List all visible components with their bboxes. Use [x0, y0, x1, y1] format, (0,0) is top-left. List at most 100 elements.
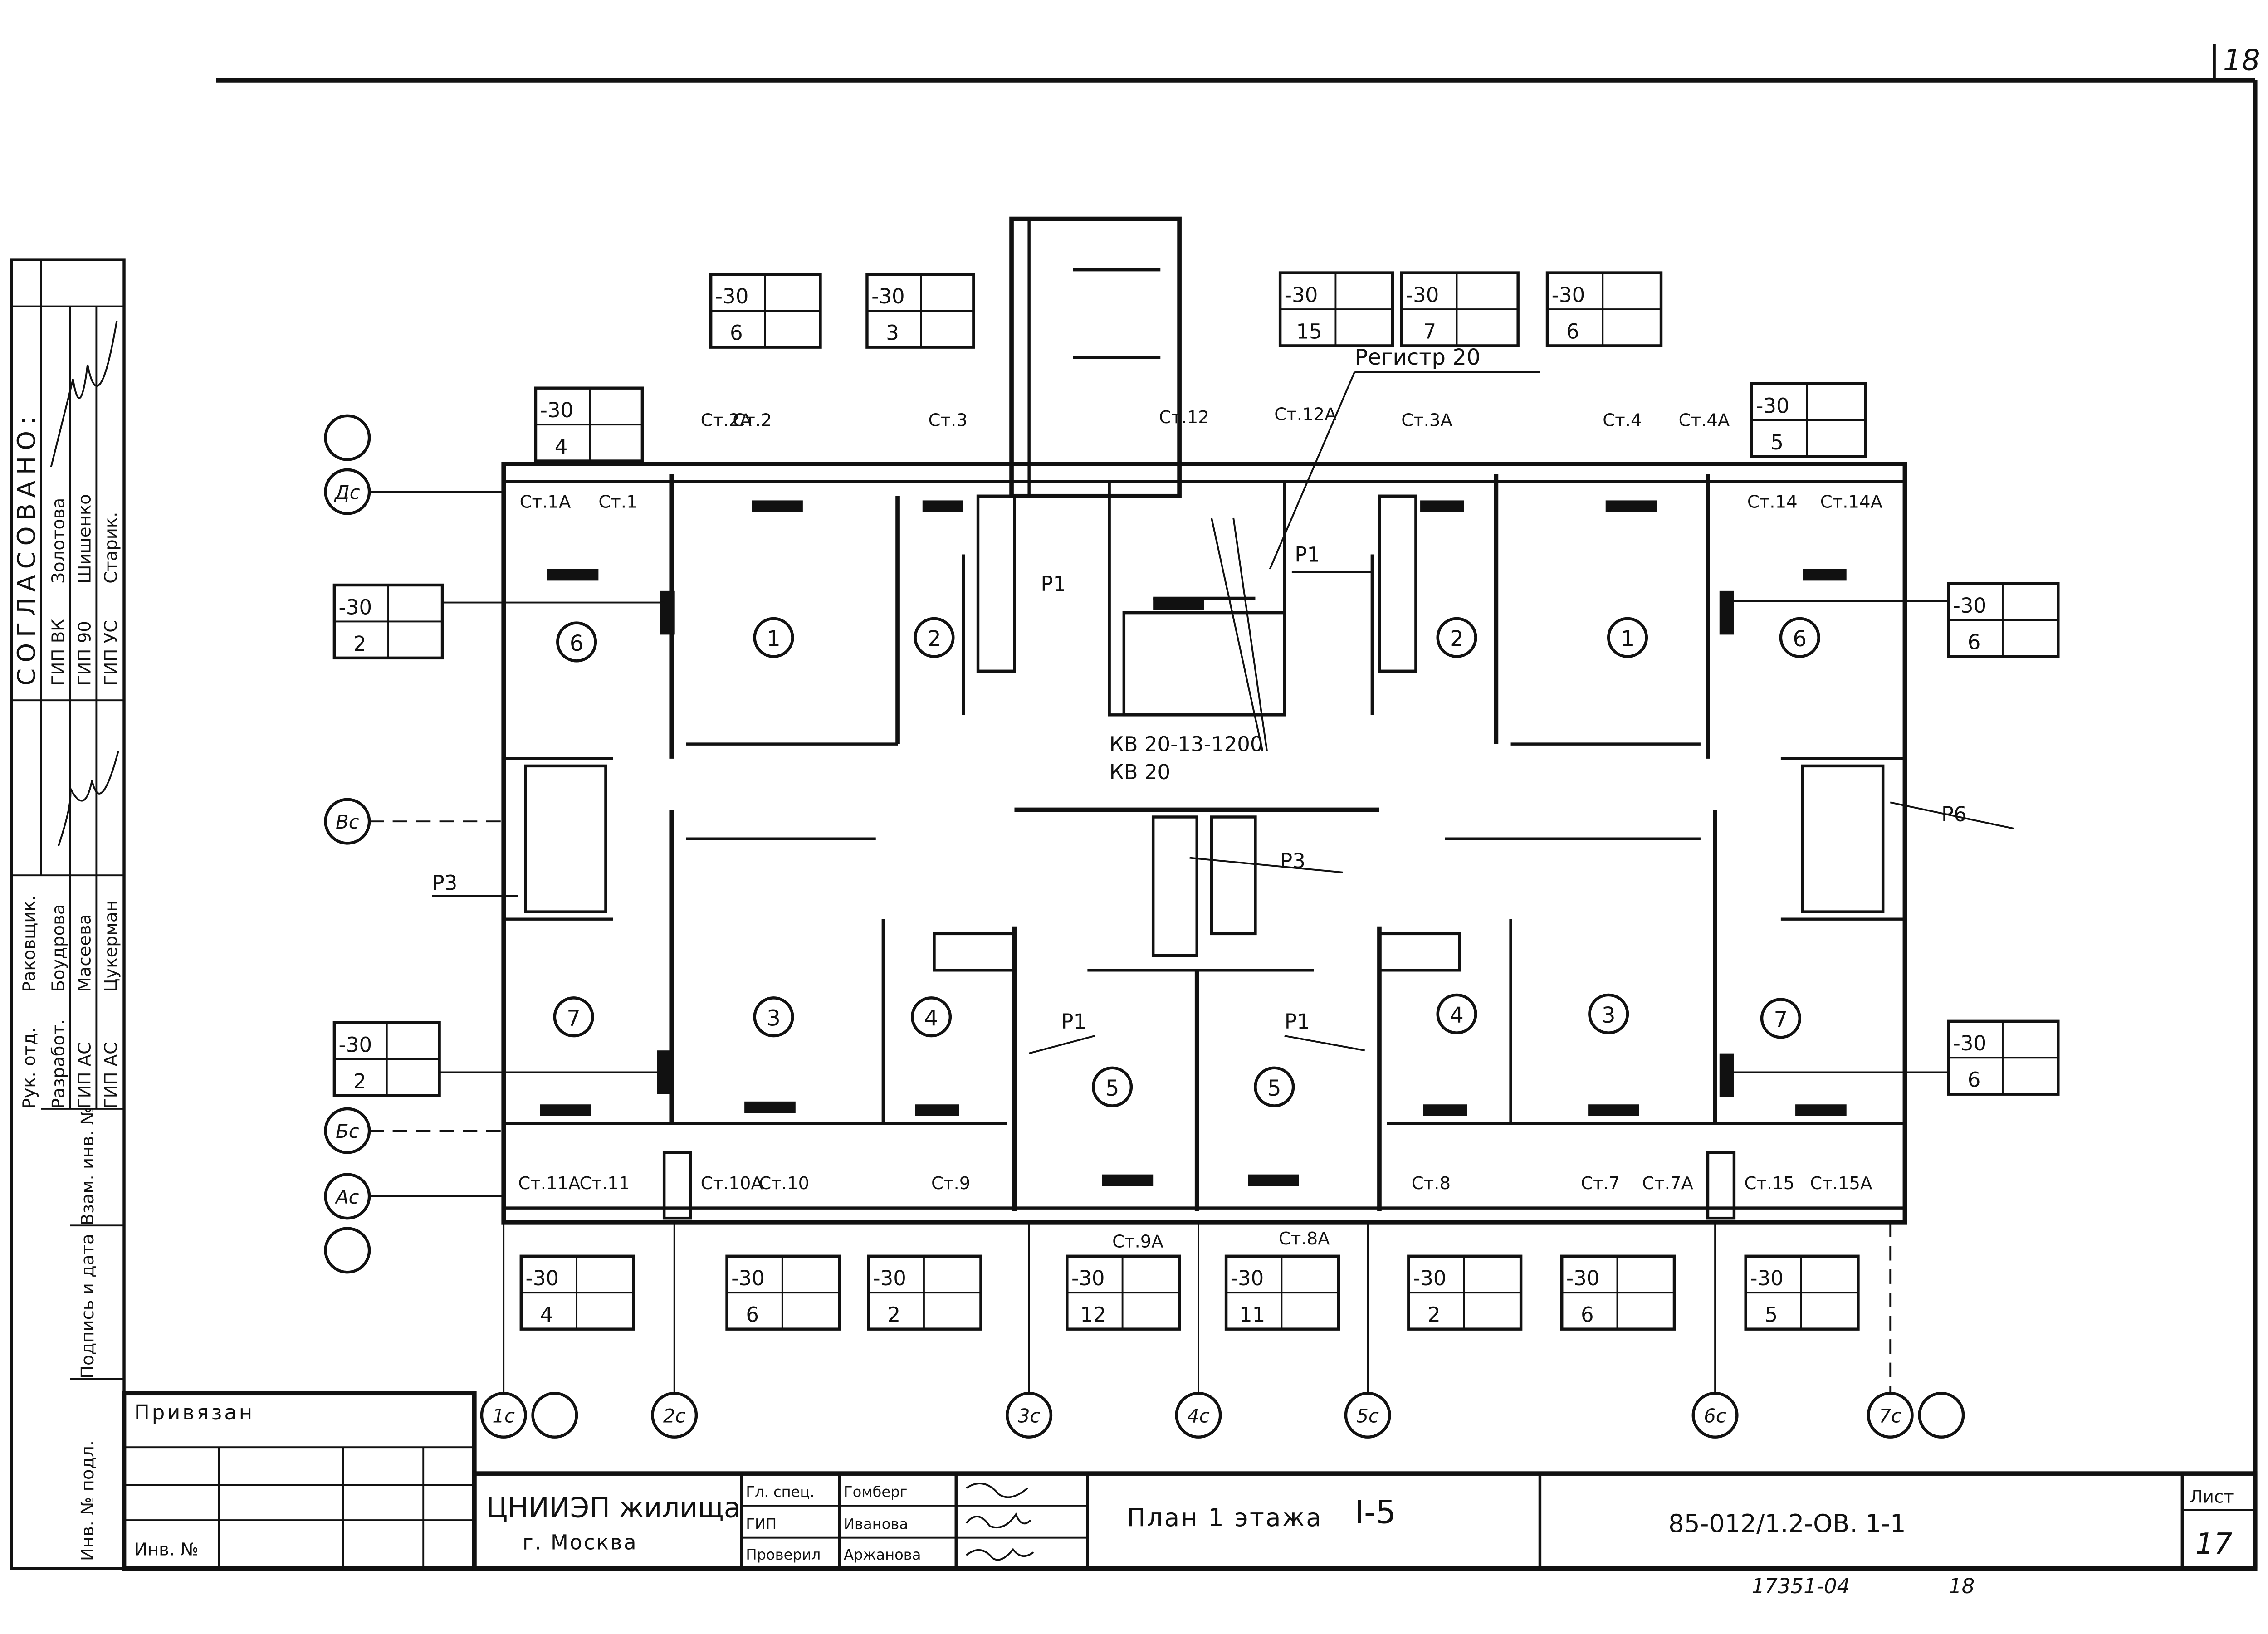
svg-text:5: 5 — [1765, 1303, 1778, 1327]
axis-blank-circle — [531, 1391, 578, 1439]
svg-text:6: 6 — [570, 631, 584, 656]
svg-text:-30: -30 — [1552, 283, 1585, 307]
axis-marker: 6с — [1691, 1222, 1739, 1439]
svg-text:5с: 5с — [1356, 1405, 1379, 1427]
svg-text:3: 3 — [1602, 1003, 1616, 1028]
signature-3 — [966, 1483, 1028, 1498]
org-name: ЦНИИЭП жилища — [486, 1492, 741, 1524]
axis-blank-circle — [324, 1227, 371, 1274]
svg-text:7: 7 — [1423, 319, 1437, 343]
temp-tag: -306 — [1560, 1254, 1676, 1331]
org-city: г. Москва — [523, 1530, 638, 1554]
signature-4 — [965, 1512, 1031, 1529]
signoff-role-1: Гл. спец. — [746, 1483, 814, 1501]
svg-text:-30: -30 — [1756, 394, 1789, 418]
svg-text:-30: -30 — [1231, 1266, 1264, 1290]
riser-labels: Ст.2А Ст.2 Ст.3 Ст.12 Ст.12А Ст.3А Ст.4 … — [518, 404, 1882, 1252]
riser-label: Ст.15А — [1810, 1173, 1872, 1194]
riser-label: Ст.14А — [1820, 492, 1883, 512]
room-marker: 4 — [1436, 993, 1477, 1034]
bound-label: Привязан — [134, 1400, 254, 1424]
riser-label: Ст.10 — [759, 1173, 809, 1194]
sheet-label: Лист — [2190, 1487, 2234, 1507]
svg-text:-30: -30 — [731, 1266, 765, 1290]
valve-label: КВ 20 — [1110, 760, 1171, 784]
building-walls — [501, 216, 1907, 1225]
signoff-name-3: Аржанова — [844, 1546, 921, 1563]
radiators — [540, 500, 1847, 1186]
stamp-role-2: ГИП 90 — [75, 621, 95, 686]
author-name-4: Цукерман — [101, 900, 121, 992]
svg-text:-30: -30 — [871, 284, 905, 308]
riser-label: Ст.7 — [1581, 1173, 1620, 1194]
svg-text:7с: 7с — [1879, 1405, 1901, 1427]
axis-blank-circle — [324, 414, 371, 461]
svg-text:-30: -30 — [540, 398, 574, 422]
svg-text:Дс: Дс — [334, 481, 360, 503]
svg-text:1: 1 — [767, 626, 781, 652]
riser-label: Ст.4 — [1603, 410, 1642, 430]
svg-text:-30: -30 — [1953, 594, 1987, 618]
room-marker: 7 — [553, 996, 594, 1038]
svg-text:3: 3 — [767, 1006, 781, 1031]
archive-number: 17351-04 — [1752, 1574, 1850, 1598]
svg-text:Бс: Бс — [336, 1120, 359, 1142]
svg-text:-30: -30 — [1750, 1266, 1784, 1290]
riser-label: Ст.9А — [1112, 1232, 1163, 1252]
sheet-number: 17 — [2195, 1527, 2233, 1561]
svg-text:7: 7 — [1774, 1007, 1788, 1033]
riser-label: Ст.2 — [733, 410, 772, 430]
svg-text:-30: -30 — [1566, 1266, 1600, 1290]
stamp-role-3: ГИП УС — [101, 620, 121, 686]
svg-text:12: 12 — [1080, 1303, 1106, 1327]
signoff-role-2: ГИП — [746, 1515, 777, 1532]
pipe-label: Р3 — [432, 871, 458, 895]
author-role-4: ГИП АС — [101, 1042, 121, 1109]
room-marker: 2 — [914, 617, 955, 658]
stamp-name-2: Шишенко — [75, 494, 95, 584]
room-marker: 1 — [753, 617, 794, 658]
riser-label: Ст.11А — [518, 1173, 581, 1194]
inv-label: Инв. № — [134, 1539, 199, 1560]
signature-1 — [50, 321, 118, 467]
svg-text:6: 6 — [1566, 319, 1579, 343]
stamp-name-3: Старик. — [101, 512, 121, 584]
temp-tag: -307 — [1400, 271, 1520, 347]
svg-text:6: 6 — [1793, 626, 1807, 652]
svg-text:3: 3 — [886, 321, 899, 345]
svg-text:7: 7 — [567, 1006, 581, 1031]
axis-marker: 1с — [480, 1222, 527, 1439]
pipe-label: Р1 — [1295, 543, 1320, 567]
room-marker: 3 — [753, 996, 794, 1038]
svg-text:2: 2 — [1450, 626, 1464, 652]
svg-text:4: 4 — [540, 1303, 553, 1327]
room-marker: 6 — [556, 621, 597, 663]
riser-label: Ст.3 — [929, 410, 968, 430]
sheet-frame: 18 — [124, 43, 2260, 1571]
riser-label: Ст.1А — [520, 492, 571, 512]
svg-text:-30: -30 — [339, 595, 372, 619]
pipe-label: Р3 — [1280, 849, 1305, 873]
title-block: Привязан Инв. № ЦНИИЭП жилища г. Москва … — [122, 1391, 2258, 1598]
room-marker: 4 — [911, 996, 952, 1038]
author-role-2: Разработ. — [49, 1019, 69, 1109]
registr-label: Регистр 20 — [1354, 345, 1481, 370]
signature-2 — [57, 751, 119, 847]
signoff-name-1: Гомберг — [844, 1483, 907, 1501]
author-name-2: Боудрова — [49, 904, 69, 992]
axis-marker: 7с — [1867, 1222, 1914, 1439]
svg-text:-30: -30 — [1413, 1266, 1447, 1290]
valve-label: КВ 20-13-1200 — [1110, 732, 1263, 756]
svg-text:2: 2 — [888, 1303, 901, 1327]
stamp-role-1: ГИП ВК — [49, 619, 69, 686]
temp-tag: -302 — [332, 1021, 441, 1097]
author-name-1: Раковщик. — [19, 895, 39, 992]
section-label: I-5 — [1354, 1493, 1396, 1531]
svg-text:-30: -30 — [1953, 1031, 1987, 1055]
svg-text:4: 4 — [555, 434, 568, 458]
svg-text:-30: -30 — [339, 1033, 372, 1057]
strip-inv: Инв. № подл. — [78, 1440, 98, 1561]
